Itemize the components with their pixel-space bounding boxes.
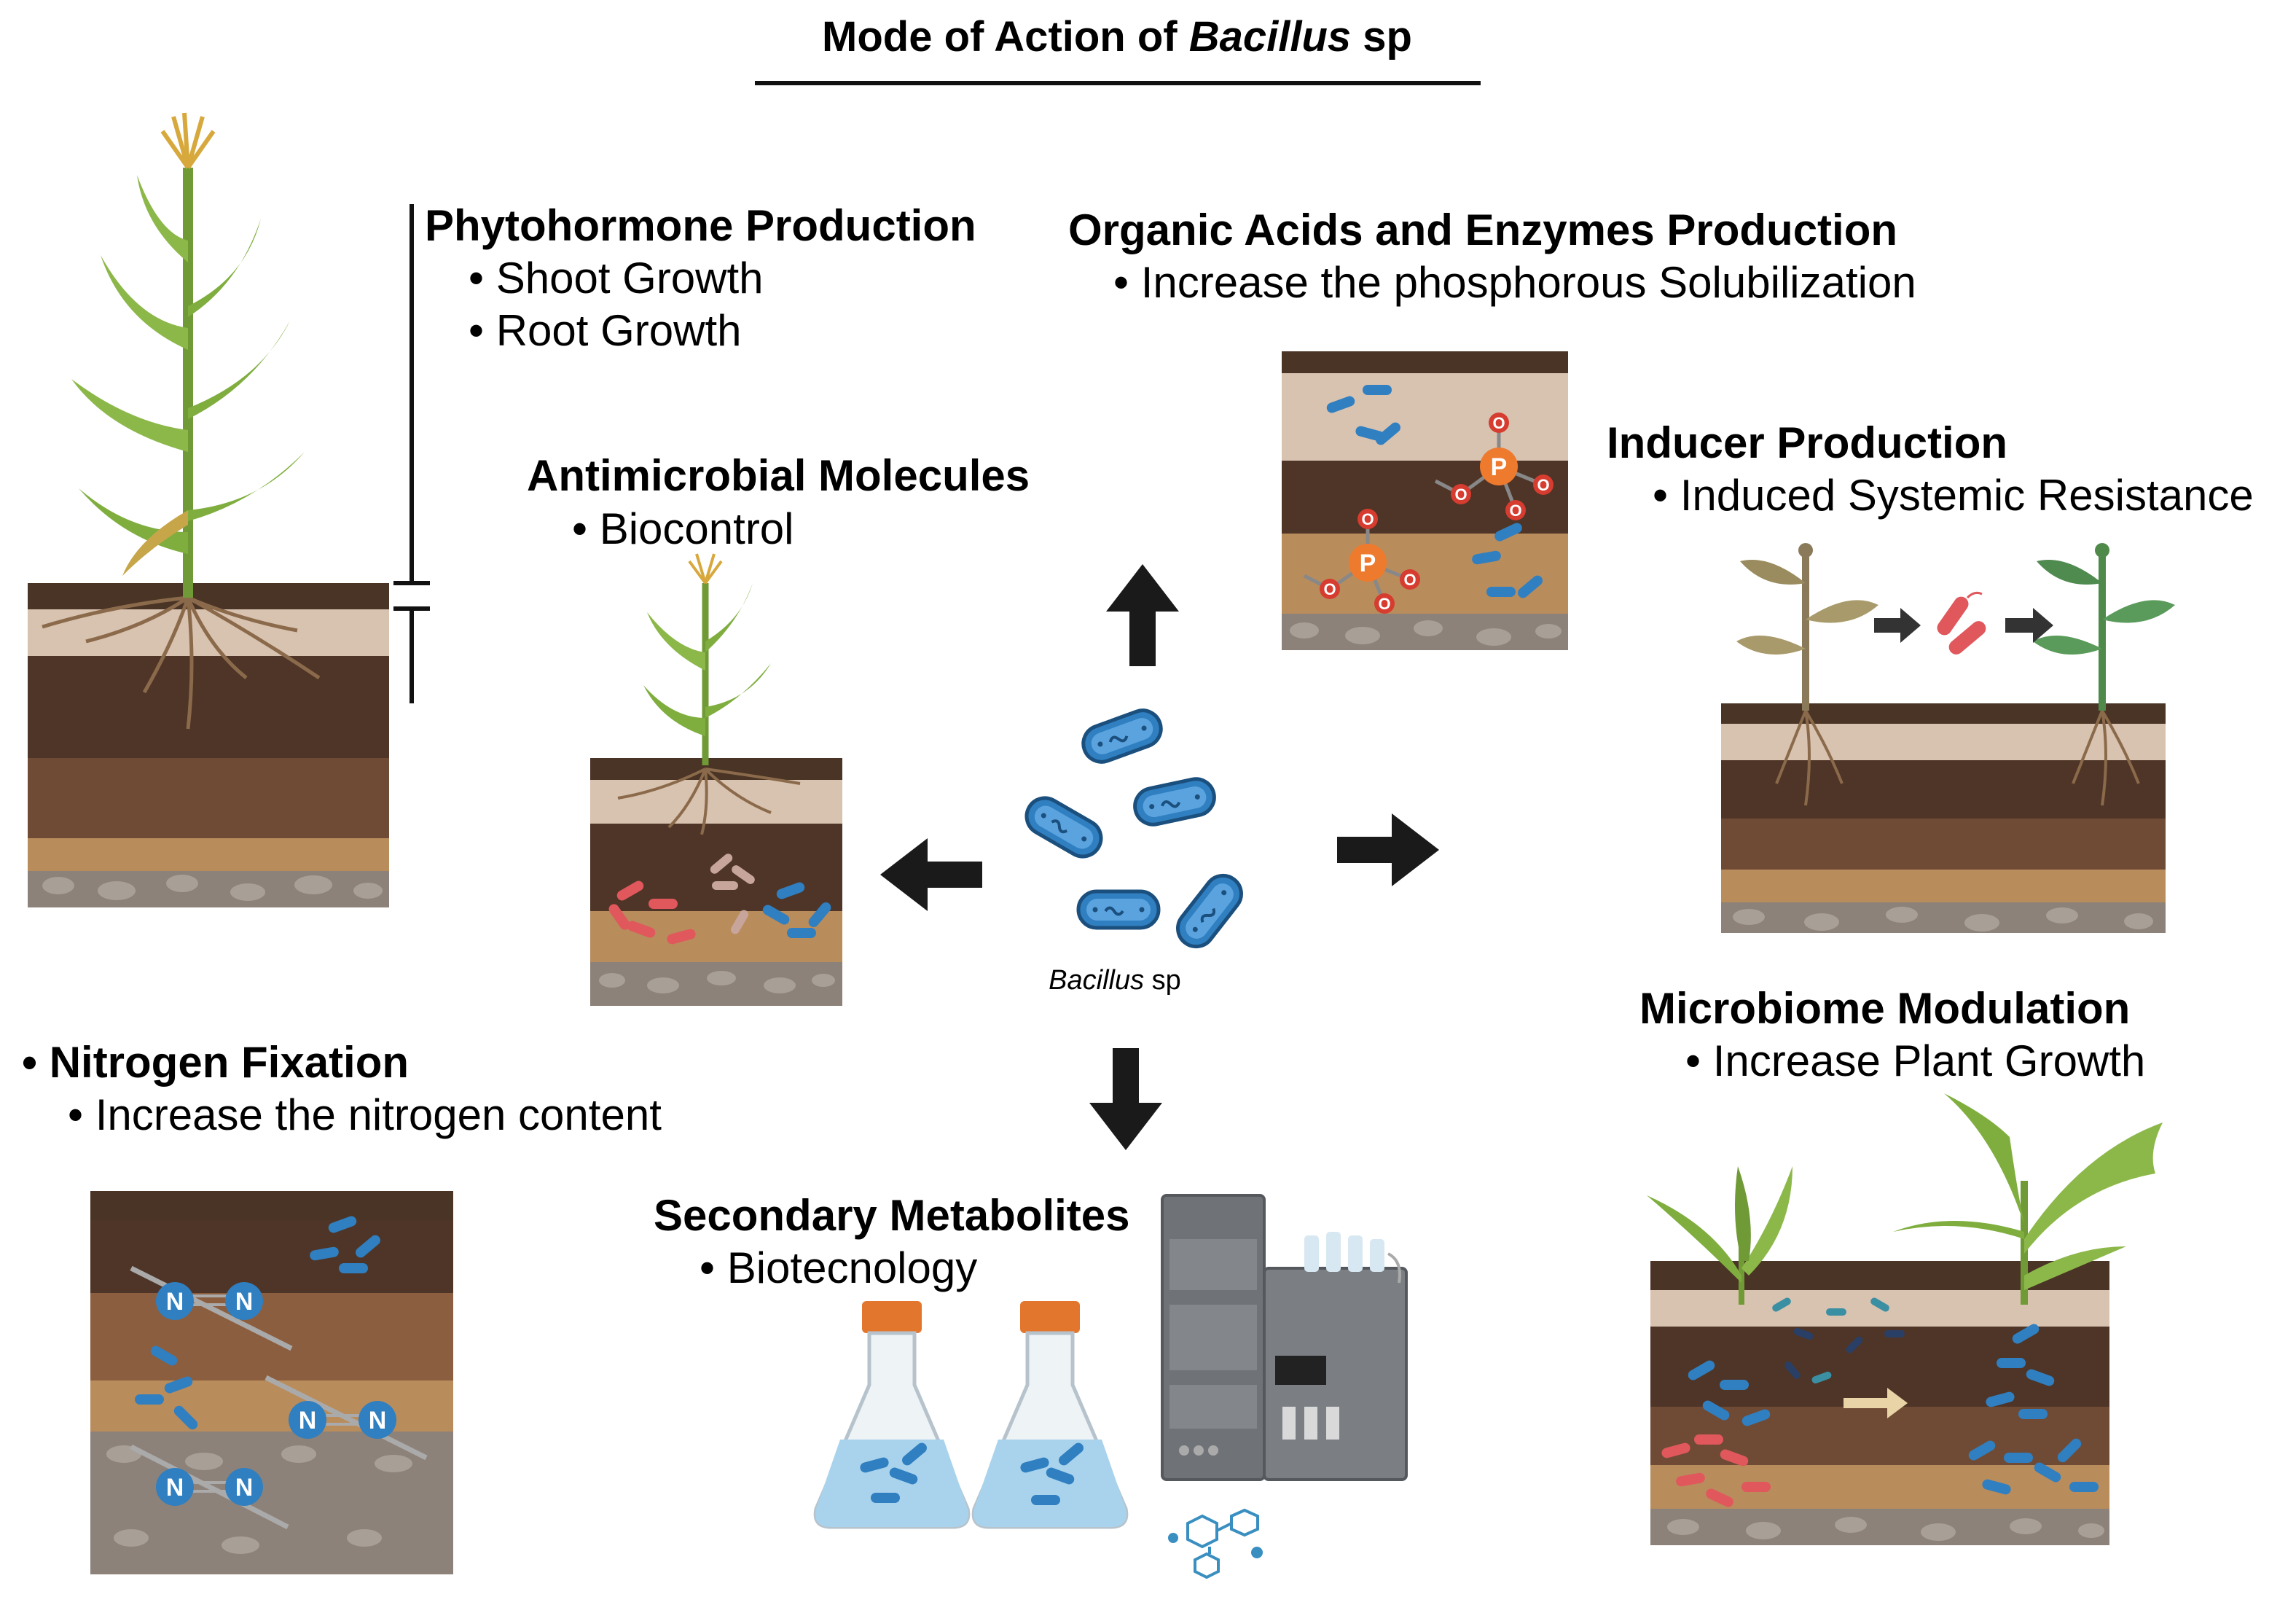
bacillus-label: Bacillus sp bbox=[1049, 965, 1181, 996]
phytohormone-text: Phytohormone Production • Shoot Growth •… bbox=[425, 201, 976, 355]
bacillus-cluster bbox=[1020, 706, 1249, 954]
title-suffix: sp bbox=[1351, 13, 1412, 60]
svg-text:O: O bbox=[1492, 414, 1505, 432]
svg-text:O: O bbox=[1323, 580, 1336, 598]
svg-text:N: N bbox=[166, 1288, 184, 1316]
svg-text:N: N bbox=[235, 1474, 254, 1501]
phytohormone-soil-illustration bbox=[28, 583, 389, 907]
svg-text:N: N bbox=[235, 1288, 254, 1316]
center-arrow-right bbox=[1337, 813, 1439, 886]
nitrogen-heading: • Nitrogen Fixation bbox=[22, 1038, 409, 1087]
svg-text:O: O bbox=[1361, 510, 1374, 528]
sick-plant-icon bbox=[1736, 543, 1878, 711]
maize-plant-icon bbox=[42, 112, 321, 730]
phosphate-molecule-2: P O O O O bbox=[1303, 509, 1420, 614]
antimicrobial-text: Antimicrobial Molecules • Biocontrol bbox=[527, 451, 1030, 553]
microbiome-soil-illustration bbox=[1650, 1261, 2109, 1545]
secondary-heading: Secondary Metabolites bbox=[654, 1191, 1130, 1240]
inducer-arrow-1 bbox=[1874, 608, 1921, 643]
small-maize-plant-icon bbox=[643, 553, 771, 765]
healthy-plant-icon bbox=[2033, 543, 2175, 711]
main-title: Mode of Action of Bacillus sp bbox=[755, 13, 1481, 85]
flask-2-icon bbox=[971, 1301, 1129, 1529]
phytohormone-bullet-1: • Shoot Growth bbox=[469, 254, 764, 302]
nitrogen-bullet-1: • Increase the nitrogen content bbox=[68, 1090, 662, 1139]
large-seedling-icon bbox=[1893, 1093, 2163, 1305]
svg-text:O: O bbox=[1509, 501, 1521, 520]
small-seedling-icon bbox=[1647, 1166, 1792, 1305]
dinitrogen-molecule-1: N N bbox=[130, 1265, 293, 1351]
center-arrow-down bbox=[1089, 1048, 1162, 1150]
inducer-text: Inducer Production • Induced Systemic Re… bbox=[1607, 418, 2254, 520]
svg-text:Mode of Action of Bacillus sp: Mode of Action of Bacillus sp bbox=[822, 13, 1412, 60]
microbiome-heading: Microbiome Modulation bbox=[1639, 984, 2130, 1033]
phosphate-soil-illustration bbox=[1282, 351, 1568, 650]
organic-acids-text: Organic Acids and Enzymes Production • I… bbox=[1068, 206, 1916, 307]
svg-text:O: O bbox=[1537, 476, 1549, 494]
center-arrow-left bbox=[880, 838, 982, 911]
organic-acids-bullet-1: • Increase the phosphorous Solubilizatio… bbox=[1113, 258, 1916, 307]
inducer-heading: Inducer Production bbox=[1607, 418, 2007, 467]
antimicrobial-bullet-1: • Biocontrol bbox=[572, 504, 794, 553]
dinitrogen-molecule-3: N N bbox=[130, 1444, 289, 1530]
center-arrow-up bbox=[1106, 564, 1179, 666]
phosphate-molecule-1: P O O O O bbox=[1434, 413, 1553, 520]
flask-1-icon bbox=[813, 1301, 971, 1529]
svg-text:N: N bbox=[299, 1407, 317, 1434]
svg-text:O: O bbox=[1403, 571, 1416, 589]
phytohormone-heading: Phytohormone Production bbox=[425, 201, 976, 250]
inducer-soil-illustration bbox=[1721, 703, 2166, 933]
pathogen-bacteria-icon bbox=[1937, 591, 1986, 655]
secondary-text: Secondary Metabolites • Biotecnology bbox=[654, 1191, 1130, 1292]
svg-text:N: N bbox=[166, 1474, 184, 1501]
organic-acids-heading: Organic Acids and Enzymes Production bbox=[1068, 206, 1897, 254]
inducer-bullet-1: • Induced Systemic Resistance bbox=[1653, 471, 2254, 520]
phosphorus-atom-1: P bbox=[1491, 453, 1508, 481]
title-italic: Bacillus bbox=[1189, 13, 1351, 60]
phosphorus-atom-2: P bbox=[1360, 550, 1376, 577]
title-prefix: Mode of Action of bbox=[822, 13, 1189, 60]
microbiome-text: Microbiome Modulation • Increase Plant G… bbox=[1639, 984, 2145, 1085]
antimicrobial-soil-illustration bbox=[590, 758, 842, 1006]
microbiome-bullet-1: • Increase Plant Growth bbox=[1685, 1036, 2145, 1085]
metabolite-molecules-icon bbox=[1168, 1508, 1263, 1579]
phytohormone-scale-bar bbox=[393, 204, 430, 703]
phytohormone-bullet-2: • Root Growth bbox=[469, 306, 741, 355]
antimicrobial-heading: Antimicrobial Molecules bbox=[527, 451, 1030, 500]
svg-text:O: O bbox=[1454, 485, 1467, 504]
dinitrogen-molecule-2: N N bbox=[265, 1375, 428, 1461]
secondary-bullet-1: • Biotecnology bbox=[700, 1243, 977, 1292]
nitrogen-text: • Nitrogen Fixation • Increase the nitro… bbox=[22, 1038, 662, 1139]
inducer-arrow-2 bbox=[2005, 608, 2053, 643]
svg-text:N: N bbox=[369, 1407, 387, 1434]
svg-text:O: O bbox=[1378, 595, 1390, 613]
hplc-instrument-icon bbox=[1161, 1194, 1408, 1481]
